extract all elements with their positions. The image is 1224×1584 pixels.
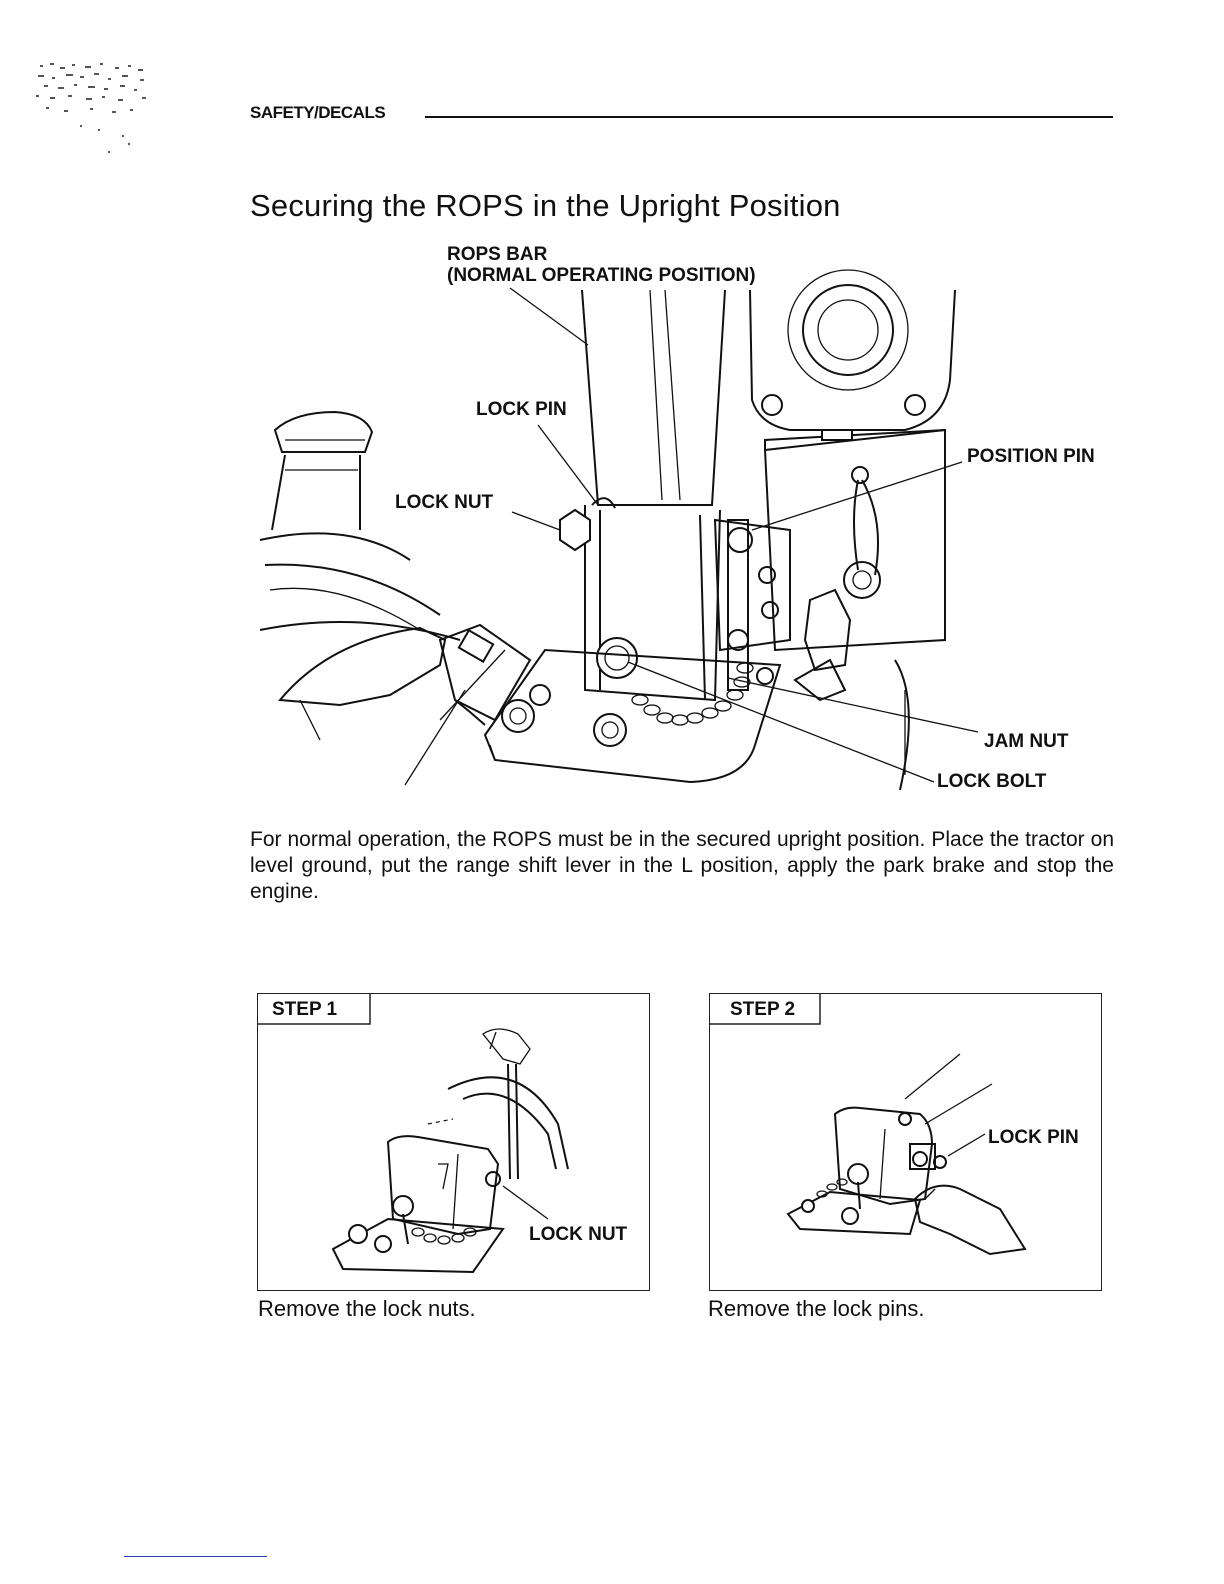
step-2-illustration: [710, 994, 1027, 1256]
callout-rops-bar-line2: (NORMAL OPERATING POSITION): [447, 265, 756, 286]
callout-jam-nut: JAM NUT: [984, 731, 1069, 752]
header-rule: [425, 116, 1113, 118]
callout-lock-pin: LOCK PIN: [476, 399, 567, 420]
callout-rops-bar-line1: ROPS BAR: [447, 244, 548, 265]
step-2-caption: Remove the lock pins.: [708, 1296, 925, 1321]
callout-lock-bolt: LOCK BOLT: [937, 771, 1047, 792]
step-2-figure: STEP 2 LOCK PIN: [709, 993, 1102, 1291]
rops-mount-illustration: [259, 269, 979, 791]
step-1-tab: STEP 1: [272, 999, 338, 1020]
step-2-tab: STEP 2: [730, 999, 796, 1020]
intro-paragraph: For normal operation, the ROPS must be i…: [250, 828, 1114, 903]
section-label: SAFETY/DECALS: [250, 103, 386, 122]
page-title: Securing the ROPS in the Upright Positio…: [250, 188, 841, 223]
step-1-illustration: [258, 994, 569, 1274]
callout-rops-bar: ROPS BAR (NORMAL OPERATING POSITION): [447, 244, 756, 286]
callout-position-pin: POSITION PIN: [967, 446, 1095, 467]
callout-lock-nut: LOCK NUT: [395, 492, 494, 513]
step-1-figure: STEP 1 LOCK NUT: [257, 993, 650, 1291]
step-1-callout-lock-nut: LOCK NUT: [529, 1224, 628, 1245]
scan-speckle-decoration: [36, 63, 146, 153]
bottom-rule: [124, 1556, 267, 1557]
step-1-caption: Remove the lock nuts.: [258, 1296, 476, 1321]
step-2-callout-lock-pin: LOCK PIN: [988, 1127, 1079, 1148]
